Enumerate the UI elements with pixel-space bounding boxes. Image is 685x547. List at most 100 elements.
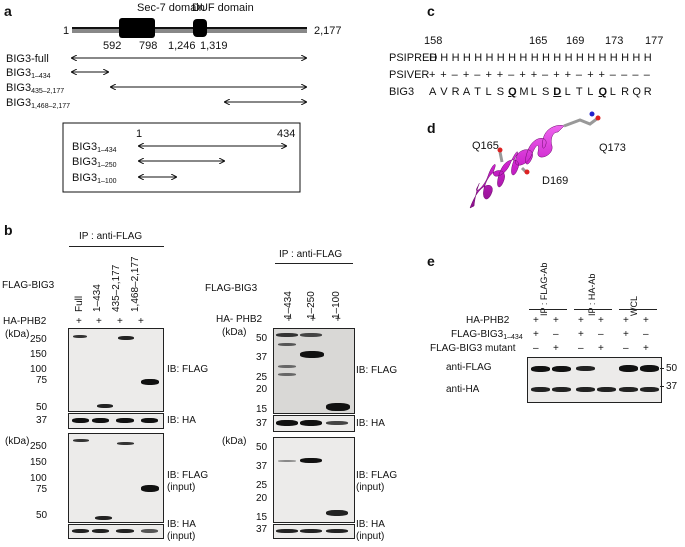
- e-mark-r0-c1: +: [553, 315, 559, 326]
- e-mark-r1-c0: +: [533, 329, 539, 340]
- b-right-plus-3: +: [335, 314, 341, 325]
- e-mark-r1-c3: –: [598, 329, 604, 340]
- b-left-ip-line: [69, 246, 164, 247]
- b-left-kda: (kDa): [5, 329, 30, 340]
- c-pos-169: 169: [566, 35, 585, 47]
- b-right-blot-ha: [273, 415, 355, 432]
- b-left-mw-250: 250: [30, 334, 47, 345]
- sec7-domain-box: [119, 18, 155, 38]
- b-left-row-label: FLAG-BIG3: [2, 280, 55, 291]
- seq-psipred-175: H: [621, 52, 630, 64]
- b-left-mw-50: 50: [36, 402, 48, 413]
- b-left-blot-ha-input: [68, 524, 164, 539]
- b-left-mw2-50: 50: [36, 510, 48, 521]
- e-row-ha-phb2: HA-PHB2: [466, 315, 510, 326]
- pos-592: 592: [103, 40, 122, 52]
- b-left-ib-ha-input: IB: HA: [167, 519, 196, 530]
- b-left-mw2-150: 150: [30, 457, 47, 468]
- seq-psipred-177: H: [643, 52, 652, 64]
- gene-end-label: 2,177: [314, 25, 342, 37]
- pos-1246: 1,246: [168, 40, 196, 52]
- e-mark-r1-c1: –: [553, 329, 559, 340]
- seq-big3-165: Q: [508, 86, 517, 98]
- b-right-mw2-50: 50: [256, 442, 268, 453]
- e-tick-37: [660, 386, 664, 387]
- seq-big3-166: M: [519, 86, 529, 98]
- b-right-mw-20: 20: [256, 384, 268, 395]
- seq-psipred-164: H: [496, 52, 505, 64]
- b-right-row-label: FLAG-BIG3: [205, 283, 258, 294]
- seq-big3-167: L: [530, 86, 537, 98]
- panel-letter-b: b: [4, 222, 13, 238]
- b-right-ib-flag-input: IB: FLAG: [356, 470, 398, 481]
- e-tick-50: [660, 368, 664, 369]
- seq-big3-158: A: [429, 86, 437, 98]
- d-label-q173: Q173: [599, 142, 626, 154]
- seq-psiver-160: –: [451, 69, 458, 81]
- e-mark-r2-c4: –: [623, 343, 629, 354]
- b-right-ib-ha-input: IB: HA: [356, 519, 385, 530]
- seq-big3-173: Q: [598, 86, 608, 98]
- seq-psipred-161: H: [462, 52, 471, 64]
- b-right-blot-flag-input: [273, 437, 355, 523]
- seq-big3-161: A: [462, 86, 471, 98]
- pos-1319: 1,319: [200, 40, 228, 52]
- b-left-ip-label: IP : anti-FLAG: [79, 231, 143, 242]
- c-pos-158: 158: [424, 35, 443, 47]
- gene-start-label: 1: [63, 25, 70, 37]
- b-left-ib-flag-input: IB: FLAG: [167, 470, 209, 481]
- seq-psiver-158: +: [429, 69, 436, 81]
- b-right-mw-37: 37: [256, 352, 268, 363]
- d-label-d169: D169: [542, 175, 569, 187]
- e-mark-r1-c5: –: [643, 329, 649, 340]
- seq-psiver-162: –: [474, 69, 481, 81]
- construct-1468-2177-label: BIG31,468–2,177: [6, 97, 71, 110]
- q173-oxygen: [595, 115, 601, 121]
- b-right-ip-label: IP : anti-FLAG: [279, 249, 343, 260]
- seq-psipred-158: H: [429, 52, 437, 64]
- gene-bar: [72, 29, 307, 33]
- b-left-ha-label: HA-PHB2: [3, 316, 47, 327]
- e-blot: [527, 357, 662, 403]
- seq-psiver-170: +: [564, 69, 572, 81]
- b-left-plus-4: +: [138, 316, 144, 327]
- e-group-line-3: [619, 309, 657, 310]
- seq-psiver-167: +: [530, 69, 538, 81]
- panel-letter-e: e: [427, 253, 435, 269]
- b-right-mw-ha2: 37: [256, 524, 268, 535]
- b-left-blot-flag-input: [68, 433, 164, 523]
- seq-psiver-161: +: [462, 69, 470, 81]
- e-mark-r2-c5: +: [643, 343, 649, 354]
- q165-oxygen: [497, 147, 503, 153]
- b-right-kda: (kDa): [222, 327, 247, 338]
- seq-big3-174: L: [609, 86, 616, 98]
- seq-psipred-162: H: [474, 52, 483, 64]
- c-row-psipred-label: PSIPRED: [389, 52, 438, 64]
- e-mw-50: 50: [666, 363, 678, 374]
- b-left-ib-ha: IB: HA: [167, 415, 196, 426]
- seq-big3-177: R: [643, 86, 652, 98]
- e-group-line-2: [574, 309, 612, 310]
- b-right-plus-2: +: [310, 314, 316, 325]
- b-left-plus-1: +: [76, 316, 82, 327]
- b-right-ib-flag-input-note: (input): [356, 482, 385, 493]
- seq-psipred-171: H: [575, 52, 584, 64]
- b-left-mw2-250: 250: [30, 441, 47, 452]
- d-helix-structure: [469, 111, 601, 209]
- c-pos-177: 177: [645, 35, 664, 47]
- seq-psipred-160: H: [451, 52, 460, 64]
- panel-letter-c: c: [427, 3, 435, 19]
- seq-big3-170: L: [564, 86, 571, 98]
- c-row-psiver-label: PSIVER: [389, 69, 430, 81]
- b-left-lane-1-434: 1–434: [92, 284, 103, 312]
- inset-box: [62, 122, 301, 193]
- seq-psipred-173: H: [598, 52, 607, 64]
- b-left-lane-full: Full: [74, 295, 85, 312]
- b-left-lane-435-2177: 435–2,177: [111, 264, 122, 312]
- b-right-ha-label: HA- PHB2: [216, 314, 263, 325]
- seq-psiver-169: +: [553, 69, 560, 81]
- panel-letter-a: a: [4, 3, 12, 19]
- seq-psiver-163: +: [485, 69, 492, 81]
- inset-construct-1-100: BIG31–100: [72, 172, 117, 185]
- b-left-blot-flag: [68, 328, 164, 412]
